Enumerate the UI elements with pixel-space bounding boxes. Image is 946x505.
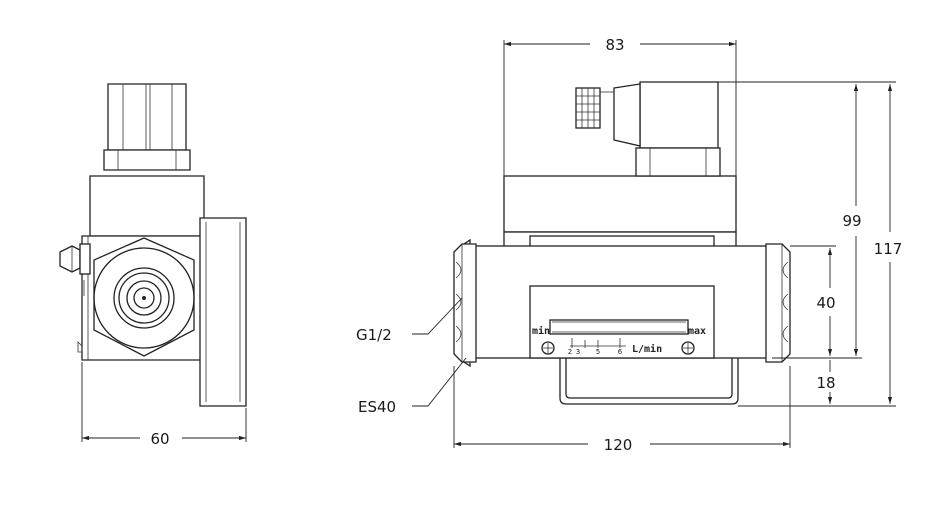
scale-tick-4: 6 bbox=[618, 348, 623, 356]
scale-tick-2: 3 bbox=[576, 348, 580, 356]
scale-max-label: max bbox=[688, 326, 706, 337]
scale-min-label: min bbox=[532, 325, 550, 337]
dim-120-label: 120 bbox=[604, 436, 633, 454]
scale-unit-label: L/min bbox=[632, 343, 662, 355]
scale-tick-1: 2 bbox=[568, 348, 572, 356]
thread-callout: G1/2 bbox=[356, 326, 392, 344]
scale-tick-3: 5 bbox=[596, 348, 600, 356]
dim-60-label: 60 bbox=[150, 430, 169, 448]
side-view: 60 bbox=[59, 83, 247, 448]
dim-83-label: 83 bbox=[605, 36, 624, 54]
dim-117-label: 117 bbox=[874, 240, 903, 258]
dim-18-label: 18 bbox=[816, 374, 835, 392]
front-view: min max 2 3 5 6 L/min 83 120 bbox=[356, 36, 902, 454]
dim-99-label: 99 bbox=[842, 212, 861, 230]
dim-40-label: 40 bbox=[816, 294, 835, 312]
wrench-size-callout: ES40 bbox=[358, 398, 396, 416]
